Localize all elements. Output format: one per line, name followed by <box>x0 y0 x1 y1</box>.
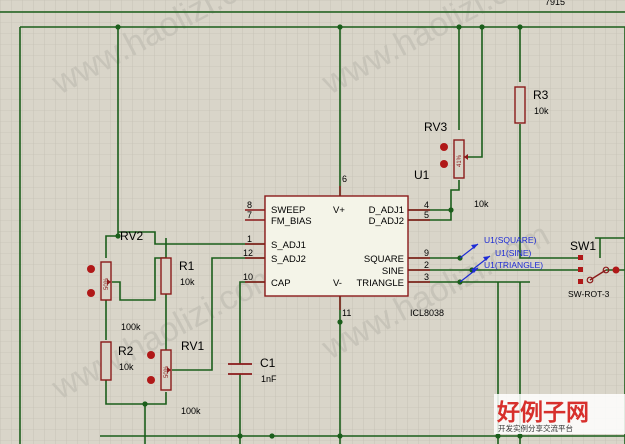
ic-right-pin-num-4: 2 <box>424 260 429 270</box>
r2-name: R2 <box>118 344 134 358</box>
rv2-name: RV2 <box>120 229 143 243</box>
ic-left-pin-num-4: 12 <box>243 248 253 258</box>
sw1-name: SW1 <box>570 239 596 253</box>
ic-right-pin-label-5: TRIANGLE <box>356 278 404 289</box>
ic-pin-stubs <box>245 186 430 310</box>
rv1-wiper: 50% <box>164 365 170 378</box>
rv3-name: RV3 <box>424 120 447 134</box>
capacitor-c1[interactable]: C1 1nF <box>228 356 277 384</box>
ic-left-pin-num-1: 8 <box>247 200 252 210</box>
ic-left-pin-label-3: S_ADJ1 <box>271 240 306 251</box>
ic-left-pin-num-2: 7 <box>247 210 252 220</box>
wires <box>0 11 625 444</box>
ic-right-pin-label-2: D_ADJ2 <box>369 216 404 227</box>
ic-bottom-pin-num: 11 <box>342 308 351 318</box>
potentiometer-rv1[interactable]: 50% RV1 100k <box>147 339 204 416</box>
ic-top-pin-label: V+ <box>333 205 345 216</box>
rv1-value: 100k <box>181 406 201 416</box>
ic-name: ICL8038 <box>410 308 444 318</box>
probe-square: U1(SQUARE) <box>484 235 537 245</box>
brand-subtitle: 开发实例分享交流平台 <box>498 423 573 433</box>
top-part-label: 7915 <box>545 0 565 7</box>
ic-left-pin-num-3: 1 <box>247 234 252 244</box>
ic-left-pin-label-5: CAP <box>271 278 291 289</box>
ic-right-pin-label-3: SQUARE <box>364 254 404 265</box>
r1-value: 10k <box>180 277 195 287</box>
rotary-switch-sw1[interactable]: SW1 SW-ROT-3 <box>568 239 620 299</box>
resistor-r3[interactable]: R3 10k <box>514 86 549 124</box>
u1-label: U1 <box>414 168 430 182</box>
ic-right-pin-num-3: 9 <box>424 248 429 258</box>
ic-right-pin-num-1: 4 <box>424 200 429 210</box>
ic-left-pin-label-4: S_ADJ2 <box>271 254 306 265</box>
ic-left-pin-label-1: SWEEP <box>271 205 305 216</box>
probe-triangle: U1(TRIANGLE) <box>484 260 543 270</box>
ic-right-pin-num-2: 5 <box>424 210 429 220</box>
rv3-value: 10k <box>474 199 489 209</box>
rv3-wiper: 41% <box>457 154 463 167</box>
ic-body <box>264 195 409 297</box>
probe-sine: U1(SINE) <box>495 248 532 258</box>
voltage-probes[interactable]: U1(SQUARE) U1(SINE) U1(TRIANGLE) <box>459 235 543 283</box>
r2-value: 10k <box>119 362 134 372</box>
ic-left-pin-label-2: FM_BIAS <box>271 216 312 227</box>
potentiometer-rv2[interactable]: 50% RV2 100k <box>87 229 143 332</box>
r1-name: R1 <box>179 259 195 273</box>
r3-value: 10k <box>534 106 549 116</box>
c1-name: C1 <box>260 356 276 370</box>
resistor-r1[interactable]: R1 10k <box>160 257 195 295</box>
rv2-wiper: 50% <box>104 277 110 290</box>
ic-left-pin-num-5: 10 <box>243 272 253 282</box>
resistor-r2[interactable]: R2 10k <box>100 341 134 381</box>
brand-title: 好例子网 <box>496 400 589 426</box>
rv2-value: 100k <box>121 322 141 332</box>
r3-name: R3 <box>533 88 549 102</box>
c1-value: 1nF <box>261 374 277 384</box>
ic-right-pin-label-4: SINE <box>382 266 404 277</box>
rv1-name: RV1 <box>181 339 204 353</box>
brand-logo: 好例子网 开发实例分享交流平台 <box>494 394 625 434</box>
ic-top-pin-num: 6 <box>342 174 347 184</box>
sw1-type: SW-ROT-3 <box>568 289 610 299</box>
potentiometer-rv3[interactable]: 41% RV3 10k <box>424 120 489 209</box>
ic-chip[interactable]: SWEEP FM_BIAS S_ADJ1 S_ADJ2 CAP D_ADJ1 D… <box>243 174 444 318</box>
ic-right-pin-num-5: 3 <box>424 272 429 282</box>
ic-bottom-pin-label: V- <box>333 278 342 289</box>
ic-right-pin-label-1: D_ADJ1 <box>369 205 404 216</box>
